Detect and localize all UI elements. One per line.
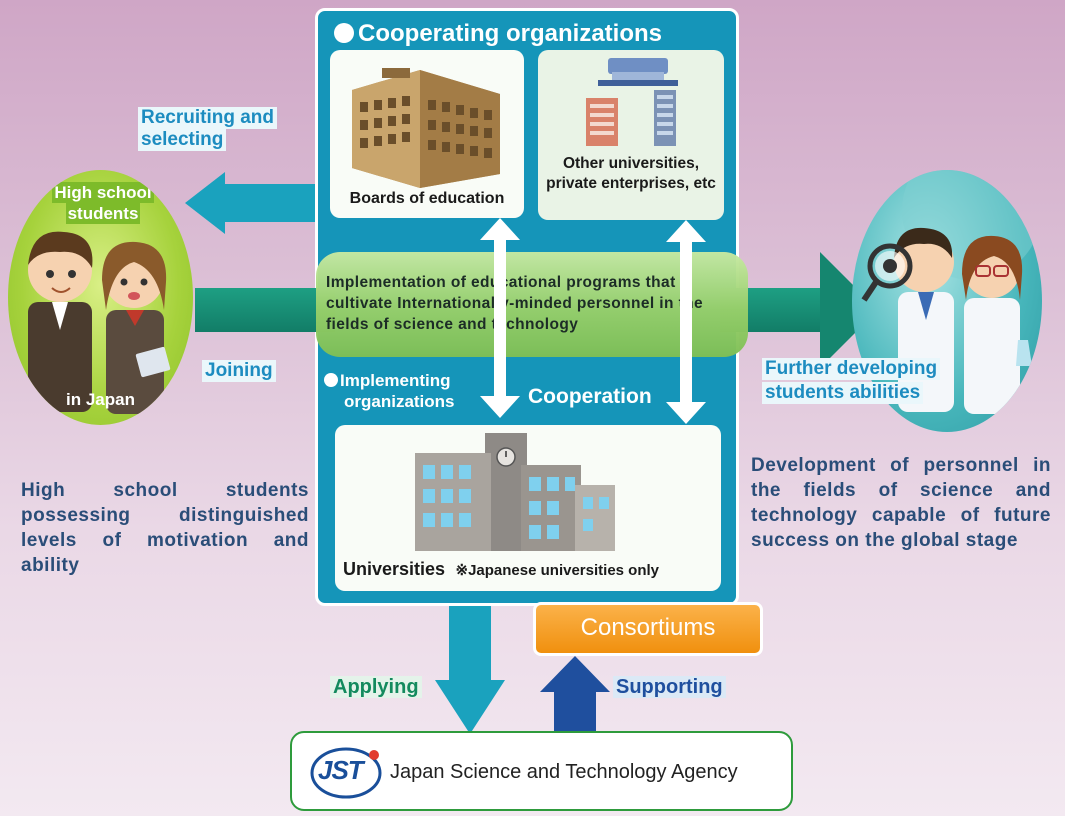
implementing-organizations-title: Implementing organizations [324, 370, 455, 412]
further-developing-label: Further developing students abilities [762, 357, 941, 405]
bullet-icon [334, 23, 354, 43]
applying-label: Applying [330, 676, 422, 699]
applying-arrow [435, 606, 505, 734]
recruiting-label: Recruiting and selecting [138, 107, 278, 151]
board-cooperation-arrow [480, 218, 520, 418]
left-caption: High school students possessing distingu… [21, 480, 309, 576]
cooperation-label: Cooperation [528, 385, 652, 408]
scientists-illustration [861, 170, 1042, 414]
other-organizations-label: Other universities, private enterprises,… [546, 155, 716, 192]
universities-label: Universities ※Japanese universities only [343, 559, 660, 579]
other-cooperation-arrow [666, 220, 706, 424]
supporting-label: Supporting [613, 676, 726, 699]
in-japan-label: in Japan [66, 390, 135, 409]
cooperating-organizations-title: Cooperating organizations [334, 20, 662, 48]
universities-card: Universities ※Japanese universities only [335, 425, 721, 591]
other-organizations-card: Other universities, private enterprises,… [538, 50, 724, 220]
school-building-icon [352, 68, 500, 188]
university-building-icon [415, 433, 615, 551]
bullet-icon [324, 373, 338, 387]
high-school-students-oval: High school students in Japan [8, 170, 193, 425]
developing-arrow-head [820, 252, 878, 368]
recruiting-arrow [185, 172, 315, 234]
boards-of-education-label: Boards of education [349, 190, 505, 207]
right-caption: Development of personnel in the fields o… [751, 455, 1051, 551]
scientists-oval [852, 170, 1042, 432]
students-illustration [28, 231, 171, 414]
consortiums-box: Consortiums [533, 602, 763, 656]
jst-box: JST Japan Science and Technology Agency [290, 731, 793, 811]
educational-program-band [316, 252, 748, 357]
supporting-arrow [540, 656, 610, 734]
jst-logo [310, 747, 382, 799]
jst-name: Japan Science and Technology Agency [390, 761, 738, 783]
joining-arrow-shaft [195, 288, 335, 332]
buildings-icon [586, 58, 678, 146]
boards-of-education-card: Boards of education [330, 50, 524, 218]
high-school-students-label: High school students [52, 182, 154, 224]
jst-logo-text: JST [318, 755, 364, 785]
joining-label: Joining [202, 360, 276, 382]
